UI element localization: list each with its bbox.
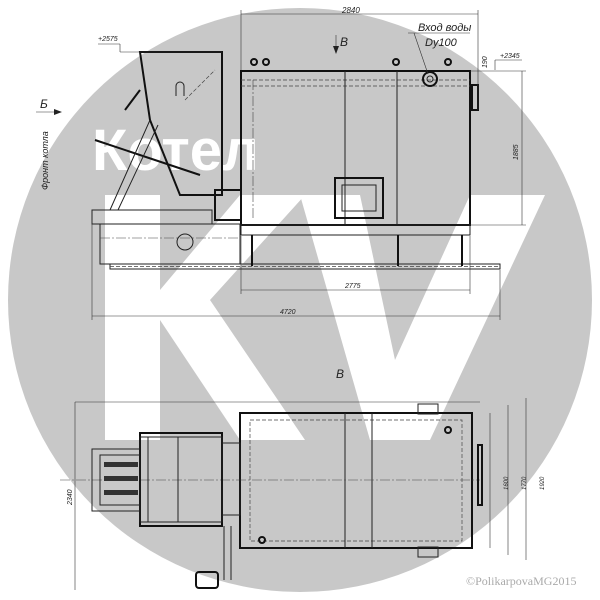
view-b-label: B	[336, 367, 344, 381]
level-2575: +2575	[98, 36, 118, 43]
watermark-v-letter	[300, 195, 545, 440]
dim-1770: 1770	[522, 476, 528, 490]
watermark-k-letter	[105, 195, 305, 440]
dim-2840: 2840	[341, 6, 360, 15]
side-view	[36, 10, 526, 320]
level-2345: +2345	[500, 53, 520, 60]
dim-2775: 2775	[344, 283, 361, 290]
copyright-text: ©PolikarpovaMG2015	[466, 574, 577, 588]
dim-2340: 2340	[67, 489, 74, 506]
view-b-arrow-label: B	[340, 35, 348, 49]
dim-1600: 1600	[504, 476, 510, 490]
watermark-word: Котел	[92, 118, 259, 183]
boiler-front-label: Фронт котла	[40, 131, 50, 190]
dim-190: 190	[482, 56, 489, 68]
dim-4720: 4720	[280, 309, 296, 316]
plan-view	[60, 398, 527, 590]
water-inlet-size: Dy100	[425, 37, 458, 49]
front-arrow-label: Б	[40, 97, 48, 111]
watermark-circle	[8, 8, 592, 592]
dim-1920: 1920	[540, 476, 546, 490]
water-inlet-label: Вход воды	[418, 22, 471, 34]
dim-1885: 1885	[513, 144, 520, 160]
